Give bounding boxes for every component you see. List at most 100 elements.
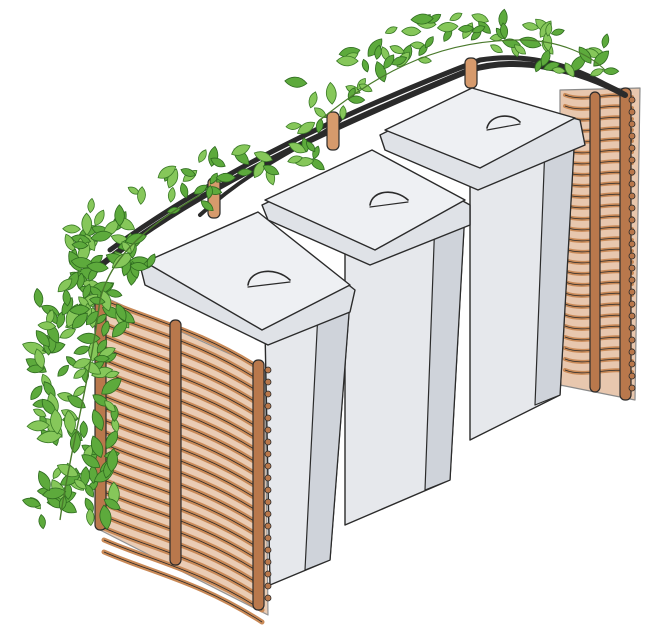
leaf	[71, 241, 89, 250]
post-knot	[264, 510, 272, 518]
post-knot	[628, 180, 636, 188]
post-knot	[628, 264, 636, 272]
post-knot	[628, 120, 636, 128]
leaf	[436, 22, 459, 33]
leaf	[361, 58, 370, 73]
post-knot	[264, 558, 272, 566]
post-knot	[264, 390, 272, 398]
leaf	[424, 36, 434, 49]
leaf	[262, 164, 280, 176]
leaf	[90, 435, 104, 458]
leaf	[325, 81, 337, 105]
leaf	[87, 197, 95, 214]
post-knot	[264, 438, 272, 446]
leaf	[146, 253, 156, 268]
leaf	[103, 498, 121, 510]
leaf	[391, 56, 408, 66]
leaf	[37, 321, 57, 331]
leaf	[521, 22, 540, 31]
post-knot	[264, 522, 272, 530]
leaf	[564, 62, 575, 78]
leaf	[401, 26, 422, 37]
post-knot	[264, 534, 272, 542]
post-knot	[628, 144, 636, 152]
withy-outline	[103, 539, 263, 611]
bin-back	[379, 87, 586, 441]
leaf	[253, 151, 273, 162]
leaf	[490, 44, 503, 53]
leaf	[339, 105, 347, 121]
leaf	[35, 330, 50, 347]
post-knot	[628, 372, 636, 380]
leaf	[115, 303, 127, 322]
leaf	[111, 252, 133, 269]
leaf	[106, 448, 118, 473]
bin-front	[139, 211, 356, 586]
front-wattle-screen	[94, 294, 272, 625]
leaf	[215, 173, 236, 183]
leaf	[33, 408, 47, 418]
leaf	[64, 410, 76, 435]
leaf	[89, 296, 106, 305]
post-knot	[628, 108, 636, 116]
leaf	[105, 289, 123, 298]
leaf	[180, 182, 189, 199]
leaf	[59, 328, 76, 339]
leaf	[99, 504, 112, 530]
leaf	[114, 204, 125, 227]
leaf	[167, 186, 176, 203]
leaf	[297, 121, 316, 135]
leaf	[36, 430, 63, 444]
post-knot	[628, 324, 636, 332]
leaf	[210, 157, 226, 168]
post-knot	[628, 312, 636, 320]
leaf	[56, 464, 79, 478]
post-knot	[628, 216, 636, 224]
leaf	[90, 230, 113, 242]
leaf	[26, 420, 50, 432]
leaf	[42, 487, 67, 500]
leaf	[86, 508, 95, 527]
post-knot	[628, 168, 636, 176]
leaf	[336, 55, 359, 67]
post-knot	[628, 336, 636, 344]
post-knot	[628, 96, 636, 104]
leaf	[236, 168, 253, 177]
post-knot	[264, 582, 272, 590]
leaf	[513, 44, 526, 55]
leaf	[545, 22, 553, 37]
leaf	[33, 287, 44, 308]
leaf	[94, 209, 105, 227]
leaf	[101, 378, 122, 395]
leaf	[137, 186, 146, 205]
leaf	[308, 91, 318, 109]
leaf	[449, 12, 463, 21]
leaf	[57, 278, 73, 293]
leaf	[57, 365, 69, 377]
leaf	[551, 66, 566, 74]
post-knot	[628, 384, 636, 392]
post-knot	[264, 402, 272, 410]
leaf	[410, 13, 434, 25]
post-knot	[628, 132, 636, 140]
leaf	[310, 158, 325, 171]
leaf	[198, 149, 207, 163]
leaf	[384, 26, 398, 34]
leaf	[180, 168, 197, 177]
post-knot	[628, 360, 636, 368]
withy-outline	[103, 551, 263, 623]
leaf	[542, 31, 553, 52]
leaf	[105, 430, 118, 450]
leaf	[101, 320, 110, 337]
leaf	[104, 370, 120, 379]
post-knot	[628, 240, 636, 248]
leaf	[121, 241, 132, 254]
leaf	[206, 184, 213, 200]
leaf	[38, 514, 46, 530]
leaf	[111, 417, 120, 433]
post-knot	[264, 486, 272, 494]
bin-middle	[261, 149, 471, 526]
post-knot	[628, 288, 636, 296]
vine-stem	[59, 194, 201, 521]
